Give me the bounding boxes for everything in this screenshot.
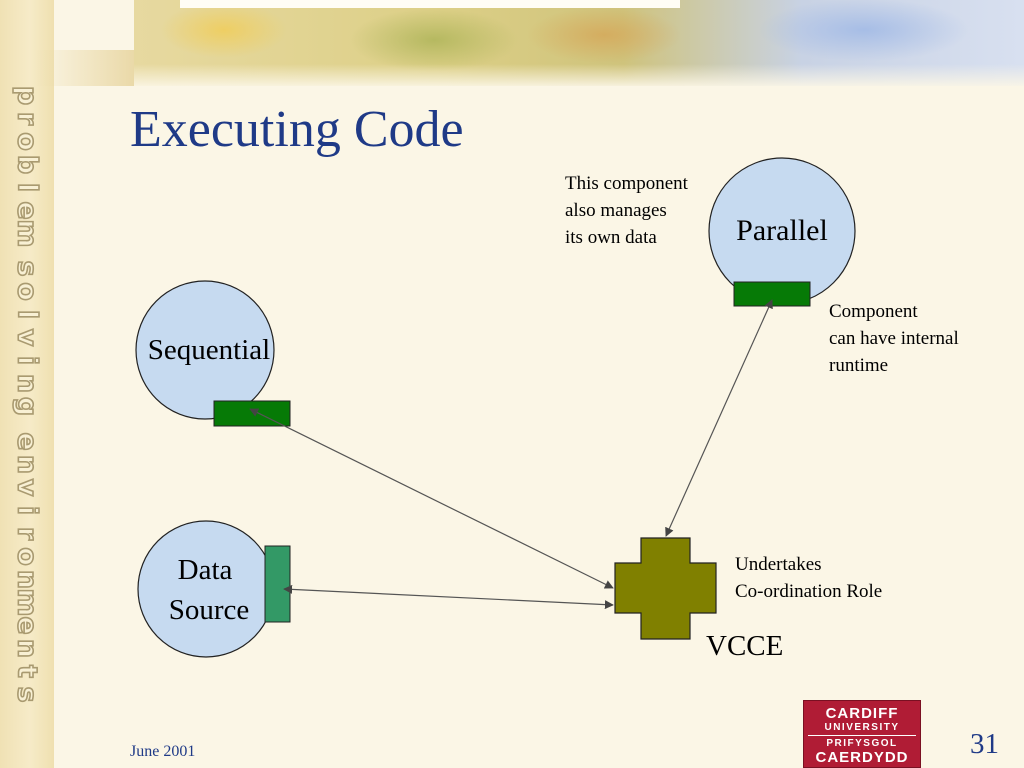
data-source-label-line1: Data xyxy=(177,554,233,586)
sequential-component-circle[interactable] xyxy=(135,280,275,420)
cardiff-university-logo: CARDIFF UNIVERSITY PRIFYSGOL CAERDYDD xyxy=(803,700,921,768)
arrow-datasource-to-vcce xyxy=(283,584,614,610)
note-line: its own data xyxy=(565,227,657,248)
runtime-note: Component can have internal runtime xyxy=(829,298,959,379)
note-line: This component xyxy=(565,173,688,194)
vcce-label: VCCE xyxy=(706,630,784,662)
parallel-port[interactable] xyxy=(733,281,811,307)
vcce-cross[interactable] xyxy=(614,537,717,640)
vcce-note: Undertakes Co-ordination Role xyxy=(735,551,882,605)
note-line: can have internal xyxy=(829,328,959,349)
note-line: also manages xyxy=(565,200,667,221)
page-number: 31 xyxy=(970,728,999,760)
footer-date: June 2001 xyxy=(130,743,196,760)
arrow-sequential-to-vcce xyxy=(249,408,614,589)
top-white-strip xyxy=(180,0,680,8)
parallel-label: Parallel xyxy=(736,214,828,247)
note-line: Co-ordination Role xyxy=(735,581,883,602)
top-banner-fade xyxy=(34,50,134,86)
top-banner-shade xyxy=(134,64,1024,86)
note-line: Component xyxy=(829,301,918,322)
sequential-label: Sequential xyxy=(147,334,271,366)
data-source-port[interactable] xyxy=(264,545,291,623)
note-line: runtime xyxy=(829,355,889,376)
logo-line2: UNIVERSITY xyxy=(824,722,900,733)
logo-line1: CARDIFF xyxy=(825,705,899,722)
top-decorative-banner xyxy=(134,0,1024,86)
data-source-circle[interactable] xyxy=(137,520,275,658)
slide-title: Executing Code xyxy=(130,101,464,158)
logo-divider xyxy=(808,735,916,736)
logo-line4: CAERDYDD xyxy=(815,749,909,766)
note-line: Undertakes xyxy=(735,554,822,575)
arrow-parallel-to-vcce xyxy=(665,299,773,537)
sequential-port[interactable] xyxy=(213,400,291,427)
parallel-note: This component also manages its own data xyxy=(565,170,688,251)
data-source-label-line2: Source xyxy=(168,594,250,626)
logo-line3: PRIFYSGOL xyxy=(826,738,898,749)
